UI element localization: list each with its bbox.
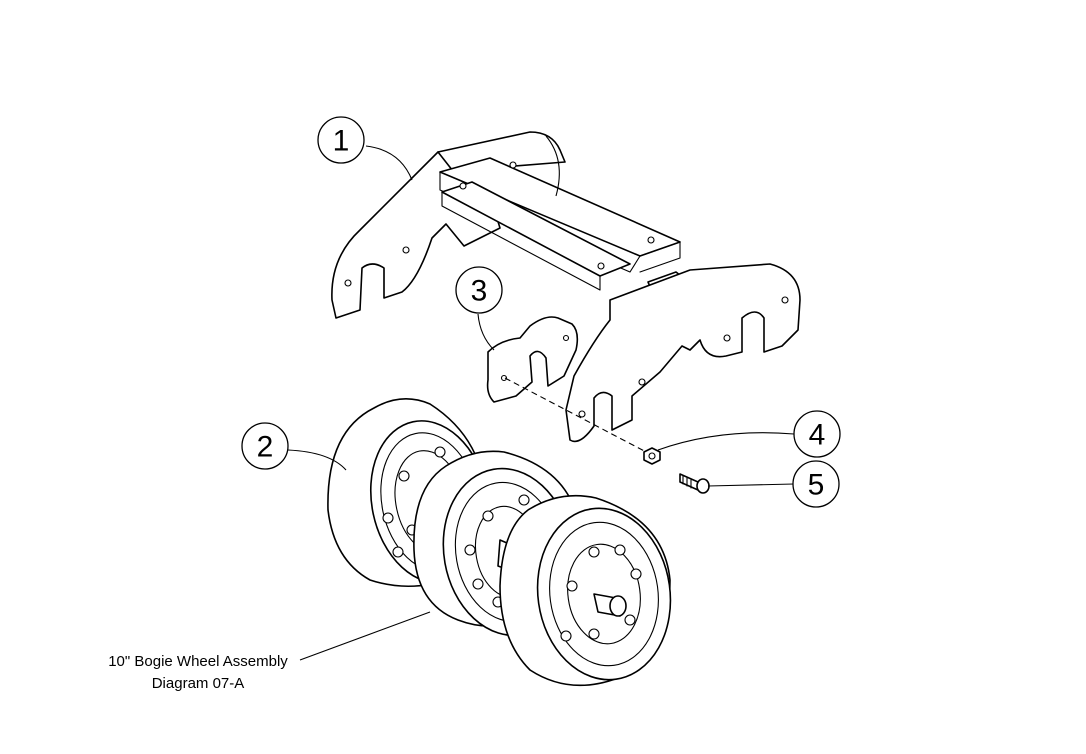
bracket-plate	[486, 316, 579, 403]
leader-3	[477, 313, 495, 351]
callout-1-label: 1	[333, 125, 350, 158]
leader-caption	[299, 611, 431, 661]
leader-1	[365, 145, 413, 181]
frame-right-plate	[565, 263, 801, 443]
nut	[643, 447, 661, 465]
leader-1b	[545, 135, 560, 197]
caption-subtitle: Diagram 07-A	[151, 675, 245, 692]
caption-title: 10" Bogie Wheel Assembly	[108, 653, 288, 670]
callout-1: 1	[317, 116, 365, 164]
bogie-frame	[331, 131, 801, 443]
callout-2-label: 2	[257, 431, 274, 464]
callout-5-label: 5	[808, 469, 825, 502]
bolt	[679, 473, 710, 494]
leader-5	[707, 483, 795, 487]
callout-4-label: 4	[809, 419, 826, 452]
leader-4	[657, 432, 795, 451]
callout-3: 3	[455, 266, 503, 314]
callout-4: 4	[793, 410, 841, 458]
fastener-axis-line	[504, 377, 651, 455]
bogie-wheels	[327, 398, 672, 687]
callout-5: 5	[792, 460, 840, 508]
callout-2: 2	[241, 422, 289, 470]
wheel-front	[499, 494, 672, 687]
callout-3-label: 3	[471, 275, 488, 308]
leader-2	[287, 449, 347, 471]
